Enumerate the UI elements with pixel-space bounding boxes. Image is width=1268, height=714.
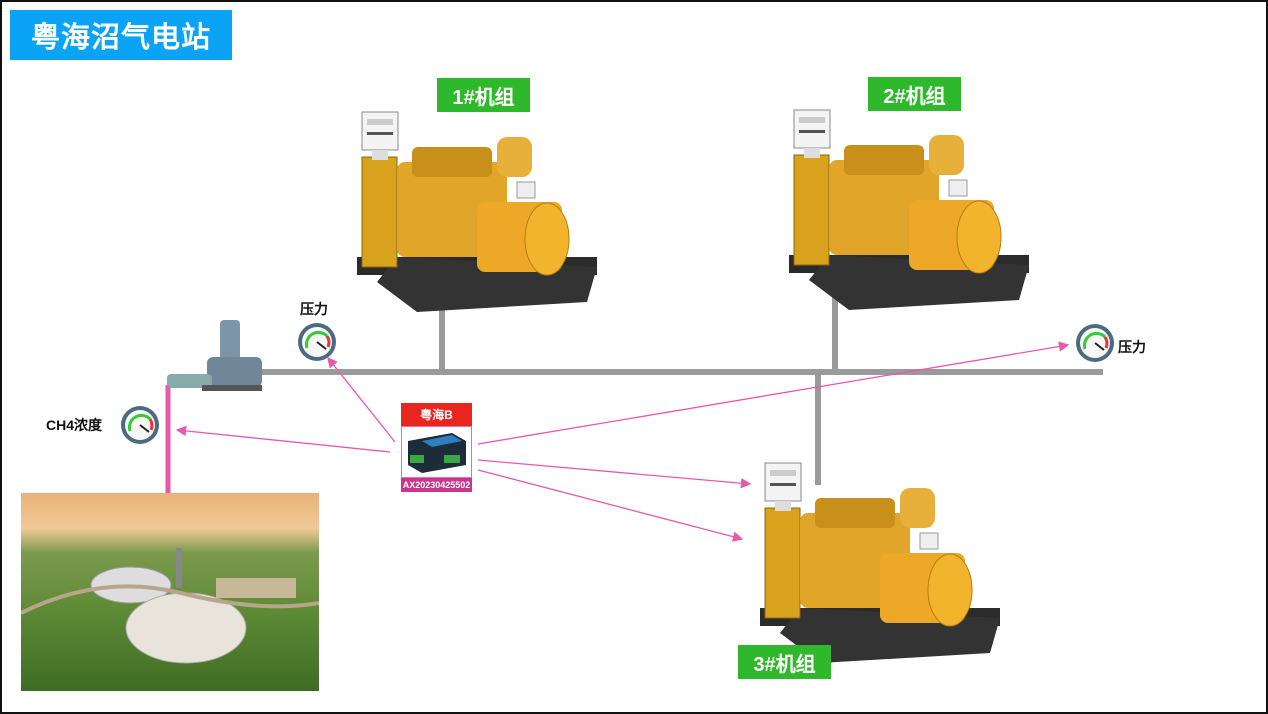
blower-icon: [167, 320, 262, 391]
pressure-gauge-right-icon: [1074, 322, 1116, 364]
gateway-device-icon: [401, 426, 472, 478]
pressure-left-label: 压力: [300, 301, 328, 317]
ch4-gauge-icon: [119, 404, 161, 446]
signal-arrows: [175, 341, 1070, 542]
device-id: AX20230425502: [401, 478, 472, 492]
generator-1-label: 1#机组: [437, 78, 530, 112]
gas-pipes: [260, 287, 1103, 485]
generator-3-label: 3#机组: [738, 645, 831, 679]
generator-3-icon: [759, 462, 1001, 664]
generator-1-icon: [356, 111, 598, 313]
generator-2-label: 2#机组: [868, 77, 961, 111]
device-name: 粤海B: [401, 403, 472, 426]
page-title: 粤海沼气电站: [10, 10, 232, 60]
generator-2-icon: [788, 109, 1030, 311]
pressure-gauge-left-icon: [296, 321, 338, 363]
pressure-right-label: 压力: [1118, 339, 1146, 355]
ch4-label: CH4浓度: [46, 417, 103, 433]
biogas-plant-photo: [21, 493, 319, 691]
